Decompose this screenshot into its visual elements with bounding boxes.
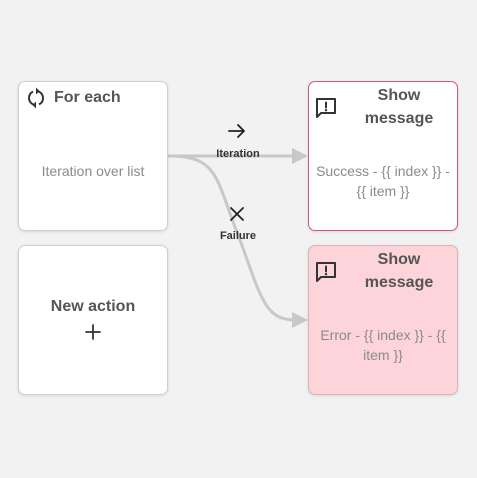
show-message-error-text: Error - {{ index }} - {{ item }} <box>320 327 446 363</box>
failure-edge-label: Failure <box>219 230 257 242</box>
iteration-edge-label: Iteration <box>216 148 260 160</box>
message-alert-icon <box>316 98 336 118</box>
arrow-right-icon <box>228 124 245 138</box>
message-alert-icon <box>316 262 336 282</box>
show-message-success-node[interactable]: Show message Success - {{ index }} - {{ … <box>308 81 458 231</box>
for-each-title: For each <box>54 89 121 106</box>
for-each-description: Iteration over list <box>41 163 145 179</box>
failure-edge-arrowhead <box>292 312 308 328</box>
new-action-node[interactable]: New action <box>18 245 168 395</box>
for-each-node[interactable]: For each Iteration over list <box>18 81 168 231</box>
show-message-success-text: Success - {{ index }} - {{ item }} <box>316 163 450 199</box>
plus-icon[interactable] <box>83 322 103 342</box>
iteration-edge-arrowhead <box>292 148 308 164</box>
new-action-label: New action <box>50 298 136 315</box>
show-message-success-title: Show message <box>364 87 434 127</box>
show-message-error-title: Show message <box>364 251 434 291</box>
failure-edge[interactable] <box>167 154 297 322</box>
show-message-error-node[interactable]: Show message Error - {{ index }} - {{ it… <box>308 245 458 395</box>
close-icon <box>230 207 244 221</box>
loop-icon <box>27 87 45 109</box>
